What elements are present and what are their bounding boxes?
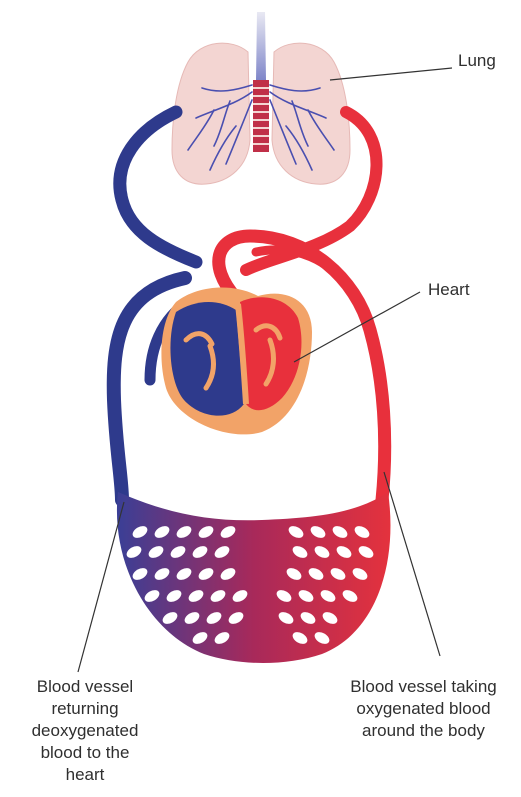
heart bbox=[161, 287, 312, 434]
right-lung bbox=[272, 43, 350, 184]
taking-vessel-leader-line bbox=[384, 472, 440, 656]
returning-vessel-label: Blood vessel returning deoxygenated bloo… bbox=[0, 676, 170, 786]
heart-label: Heart bbox=[428, 279, 470, 301]
capillary-bed bbox=[117, 492, 391, 663]
lung-leader-line bbox=[330, 68, 452, 80]
lungs bbox=[172, 12, 350, 184]
returning-vessel-leader-line bbox=[78, 502, 124, 672]
lung-label: Lung bbox=[458, 50, 496, 72]
lung-center-vessel bbox=[253, 80, 269, 152]
trachea bbox=[256, 12, 266, 80]
left-lung bbox=[172, 43, 250, 184]
taking-vessel-label: Blood vessel taking oxygenated blood aro… bbox=[326, 676, 521, 742]
